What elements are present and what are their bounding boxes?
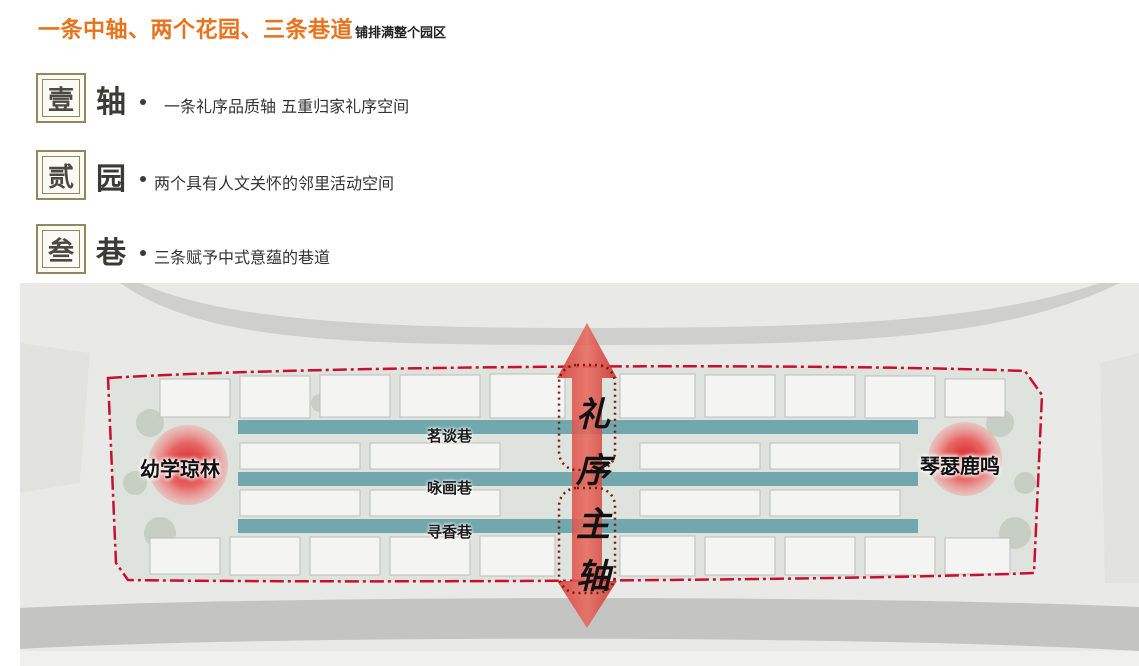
axis-char-2: 序 [576, 451, 610, 491]
top-road [120, 283, 1120, 345]
buildings [149, 373, 1011, 577]
axis-arrow [557, 323, 617, 628]
badge-two: 贰 [36, 150, 86, 200]
axis-char-1: 礼 [576, 395, 610, 435]
lane-label-2: 咏画巷 [427, 479, 473, 497]
bottom-verge [20, 651, 1139, 666]
lane-label-1: 茗谈巷 [427, 427, 473, 445]
headline-main: 一条中轴、两个花园、三条巷道 [38, 18, 354, 43]
item-lane-char: 巷 [96, 236, 126, 271]
item-axis-dot [140, 99, 146, 105]
item-lane-dot [140, 250, 146, 256]
lanes [238, 420, 918, 533]
item-lane-desc: 三条赋予中式意蕴的巷道 [154, 248, 331, 267]
left-parcel [20, 343, 90, 493]
right-parcel [1100, 353, 1139, 583]
headline: 一条中轴、两个花园、三条巷道铺排满整个园区 [38, 12, 446, 44]
axis-char-3: 主 [576, 505, 610, 545]
badge-one: 壹 [36, 73, 86, 123]
item-garden-desc: 两个具有人文关怀的邻里活动空间 [154, 174, 395, 193]
badge-three-glyph: 叁 [42, 230, 80, 268]
bottom-road [20, 598, 1139, 651]
badge-three: 叁 [36, 224, 86, 274]
lane-label-3: 寻香巷 [427, 523, 473, 541]
badge-two-glyph: 贰 [42, 156, 80, 194]
garden-label-left: 幼学琼林 [140, 457, 220, 481]
item-axis-char: 轴 [96, 85, 126, 120]
item-garden-dot [140, 176, 146, 182]
site-plan: 茗谈巷 咏画巷 寻香巷 幼学琼林 琴瑟鹿鸣 礼 序 主 轴 [20, 283, 1139, 666]
site-boundary [106, 365, 1044, 583]
axis-char-4: 轴 [576, 557, 610, 597]
site-plan-drawing [20, 283, 1139, 666]
garden-left [148, 425, 228, 505]
item-axis-desc: 一条礼序品质轴 五重归家礼序空间 [164, 97, 410, 116]
item-garden-char: 园 [96, 162, 126, 197]
garden-label-right: 琴瑟鹿鸣 [920, 454, 1000, 478]
item-garden: 贰 园 两个具有人文关怀的邻里活动空间 [36, 150, 516, 202]
item-axis: 壹 轴 一条礼序品质轴 五重归家礼序空间 [36, 73, 516, 125]
badge-one-glyph: 壹 [42, 79, 80, 117]
item-lane: 叁 巷 三条赋予中式意蕴的巷道 [36, 224, 516, 276]
garden-right [928, 422, 1002, 496]
headline-sub: 铺排满整个园区 [355, 26, 447, 41]
